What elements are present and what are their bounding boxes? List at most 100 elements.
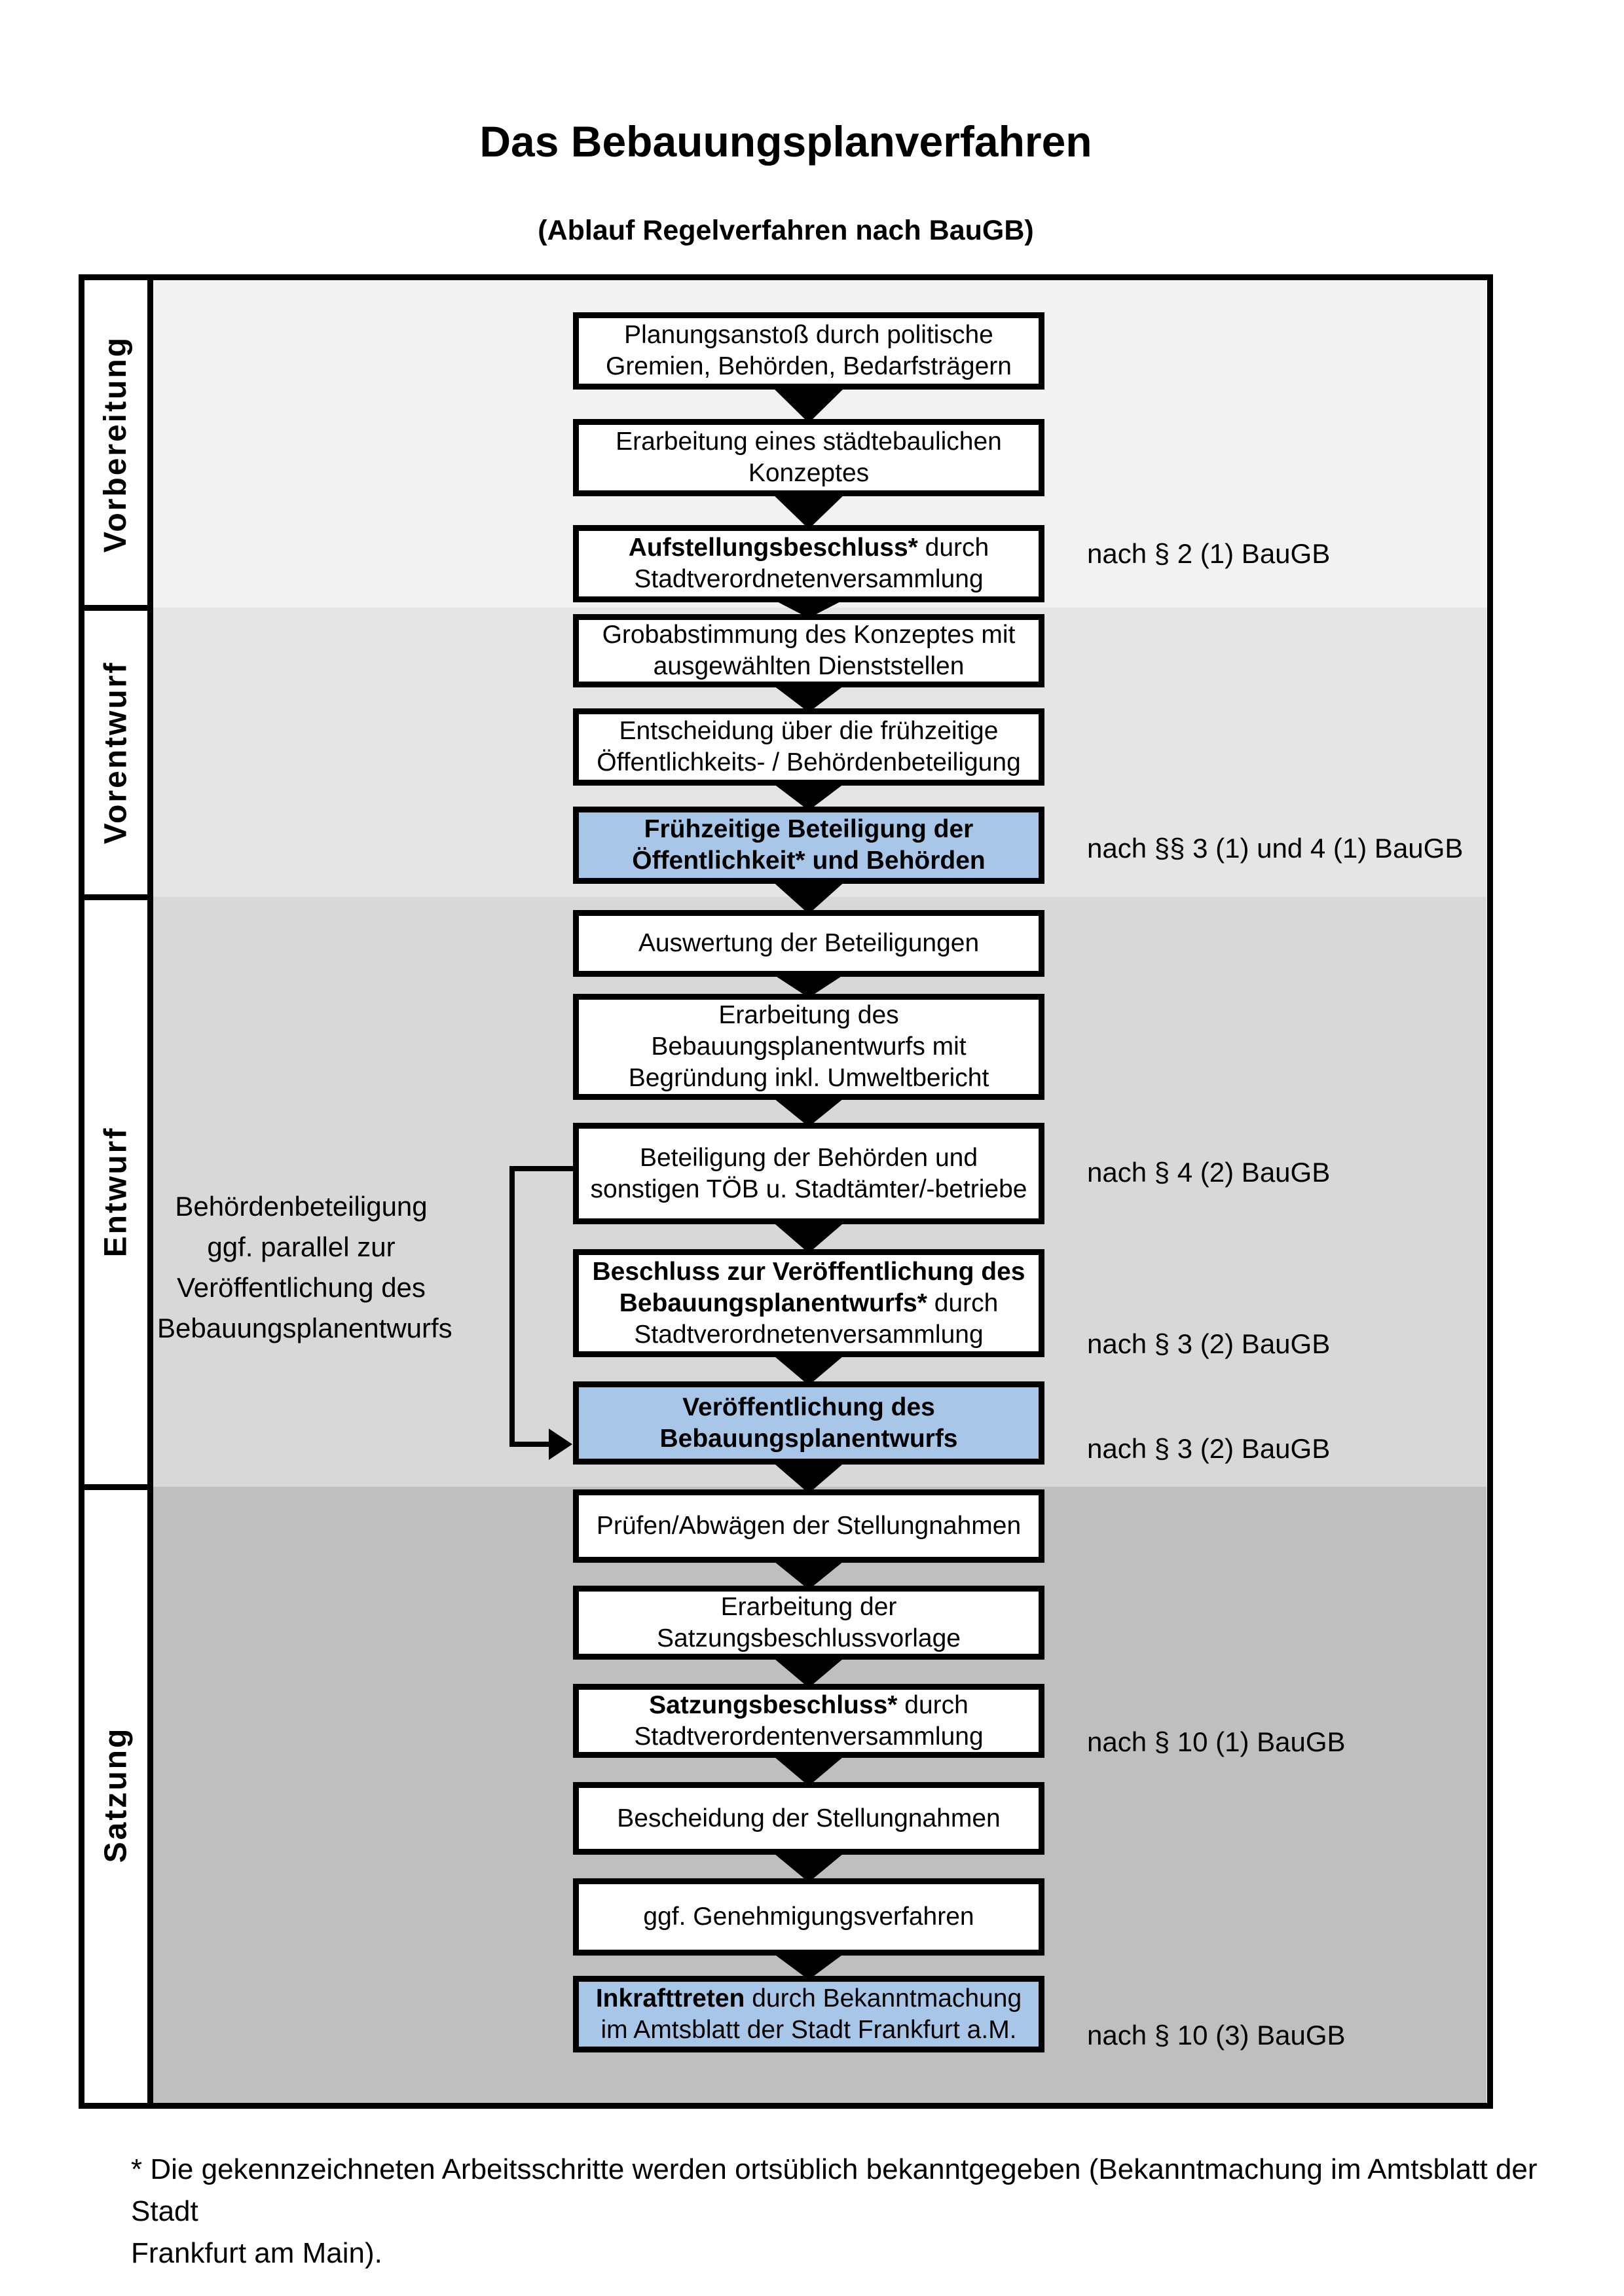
page-subtitle: (Ablauf Regelverfahren nach BauGB): [538, 215, 1034, 246]
flow-arrow-down-icon: [771, 973, 847, 998]
side-note-line: ggf. parallel zur: [207, 1231, 396, 1262]
flow-box-text: sonstigen TÖB u. Stadtämter/-betriebe: [590, 1175, 1027, 1203]
flow-box-text-bold: Aufstellungsbeschluss*: [628, 534, 918, 562]
flow-box-line: Grobabstimmung des Konzeptes mit: [602, 619, 1016, 651]
phase-label-text: Vorbereitung: [98, 335, 134, 553]
flow-box-text: durch: [927, 1288, 999, 1317]
flow-box-text-bold: Veröffentlichung des: [682, 1393, 935, 1421]
side-note-parallel-behoerdenbeteiligung: Behördenbeteiligung ggf. parallel zur Ve…: [157, 1186, 452, 1349]
flow-arrow-down-icon: [771, 1656, 847, 1688]
side-note-line: Veröffentlichung des: [177, 1272, 426, 1303]
parallel-connector-vertical-segment: [509, 1166, 515, 1447]
flow-box-line: Konzeptes: [748, 458, 869, 489]
flow-box-text-bold: Öffentlichkeit* und Behörden: [632, 847, 986, 875]
flow-arrow-down-icon: [771, 1754, 847, 1786]
parallel-connector-arrowhead-icon: [549, 1429, 572, 1460]
flow-box-line: Begründung inkl. Umweltbericht: [629, 1063, 989, 1094]
flow-arrow-down-icon: [771, 1559, 847, 1590]
law-reference: nach § 4 (2) BauGB: [1087, 1157, 1331, 1188]
flow-arrow-down-icon: [771, 1096, 847, 1127]
phase-label-entwurf: Entwurf: [79, 897, 153, 1487]
flow-arrow-down-icon: [771, 1851, 847, 1882]
flow-box-text: Stadtverordentenversammlung: [634, 1722, 984, 1751]
flow-arrow-down-icon: [771, 1461, 847, 1493]
section-divider: [79, 894, 153, 900]
flow-arrow-down-icon: [771, 1952, 847, 1980]
flow-box-line: Entscheidung über die frühzeitige: [619, 716, 999, 747]
side-note-line: Behördenbeteiligung: [175, 1191, 428, 1222]
phase-column-border: [147, 274, 153, 2109]
flow-arrow-down-icon: [771, 782, 847, 811]
flow-box-text: Stadtverordnetenversammlung: [634, 1320, 984, 1349]
phase-label-text: Satzung: [98, 1726, 134, 1863]
section-divider: [79, 1484, 153, 1490]
law-reference: nach § 10 (1) BauGB: [1087, 1726, 1346, 1757]
phase-label-text: Entwurf: [98, 1126, 134, 1258]
flow-box-text: Begründung inkl. Umweltbericht: [628, 1064, 989, 1092]
flow-box-pruefen-abwaegen: Prüfen/Abwägen der Stellungnahmen: [573, 1489, 1044, 1563]
footnote-line: Frankfurt am Main).: [131, 2237, 382, 2269]
flow-box-text-bold: Bebauungsplanentwurfs*: [619, 1288, 927, 1317]
page-title: Das Bebauungsplanverfahren: [479, 117, 1092, 166]
flow-box-line: Frühzeitige Beteiligung der: [644, 814, 974, 845]
flow-box-line: Stadtverordnetenversammlung: [634, 564, 983, 595]
law-reference: nach § 3 (2) BauGB: [1087, 1433, 1331, 1464]
flow-box-text: ausgewählten Dienststellen: [653, 652, 965, 680]
flow-box-text-bold: Bebauungsplanentwurfs: [659, 1424, 958, 1453]
flow-box-text-bold: Satzungsbeschluss*: [649, 1690, 898, 1719]
flowchart-frame: [79, 274, 1493, 2109]
parallel-connector-bottom-segment: [509, 1442, 551, 1447]
flow-box-line: Erarbeitung eines städtebaulichen: [616, 426, 1002, 458]
flow-box-text: durch: [897, 1690, 969, 1719]
flow-box-text: Planungsanstoß durch politische: [624, 321, 993, 349]
flow-box-text: Erarbeitung eines städtebaulichen: [616, 428, 1002, 456]
flow-box-text: Erarbeitung der: [720, 1592, 897, 1621]
flow-box-line: Planungsanstoß durch politische: [624, 319, 993, 351]
section-divider: [79, 605, 153, 611]
flow-box-line: ggf. Genehmigungsverfahren: [643, 1901, 974, 1933]
flow-box-line: Auswertung der Beteiligungen: [638, 928, 979, 959]
flow-box-text: Konzeptes: [748, 459, 870, 487]
flow-box-text: Entscheidung über die frühzeitige: [619, 717, 999, 745]
flow-box-text: Gremien, Behörden, Bedarfsträgern: [605, 352, 1012, 380]
flow-box-text-bold: Frühzeitige Beteiligung der: [644, 815, 974, 843]
flow-box-text-bold: Inkrafttreten: [595, 1984, 745, 2013]
flow-box-line: Beteiligung der Behörden und: [640, 1142, 978, 1174]
flow-box-text: Auswertung der Beteiligungen: [638, 929, 980, 957]
phase-label-text: Vorentwurf: [98, 661, 134, 844]
flow-box-line: im Amtsblatt der Stadt Frankfurt a.M.: [600, 2014, 1016, 2046]
flow-box-line: Öffentlichkeit* und Behörden: [632, 845, 986, 877]
flow-arrow-down-icon: [771, 1220, 847, 1253]
law-reference: nach §§ 3 (1) und 4 (1) BauGB: [1087, 833, 1464, 864]
flow-box-bescheidung-stellungnahmen: Bescheidung der Stellungnahmen: [573, 1782, 1044, 1855]
flow-box-line: Bescheidung der Stellungnahmen: [617, 1803, 1000, 1834]
footnote-line: * Die gekennzeichneten Arbeitsschritte w…: [131, 2153, 1538, 2227]
flow-box-text: ggf. Genehmigungsverfahren: [643, 1903, 974, 1931]
flow-arrow-down-icon: [771, 1353, 847, 1385]
flow-box-text-bold: Beschluss zur Veröffentlichung des: [592, 1257, 1025, 1286]
flow-box-line: Stadtverordentenversammlung: [634, 1721, 983, 1753]
flow-arrow-down-icon: [771, 492, 847, 529]
flow-box-line: Erarbeitung des: [718, 1000, 898, 1031]
flow-box-grobabstimmung: Grobabstimmung des Konzeptes mit ausgewäh…: [573, 614, 1044, 687]
flow-arrow-down-icon: [771, 386, 847, 423]
flow-box-text: Erarbeitung des: [718, 1001, 899, 1029]
flow-box-text: Bescheidung der Stellungnahmen: [617, 1804, 1001, 1832]
flow-box-text: Grobabstimmung des Konzeptes mit: [602, 621, 1016, 649]
flow-arrow-down-icon: [771, 683, 847, 712]
flow-box-line: Prüfen/Abwägen der Stellungnahmen: [597, 1510, 1021, 1542]
parallel-connector-top-segment: [509, 1166, 573, 1171]
flow-box-line: Stadtverordnetenversammlung: [634, 1319, 983, 1351]
law-reference: nach § 3 (2) BauGB: [1087, 1328, 1331, 1359]
